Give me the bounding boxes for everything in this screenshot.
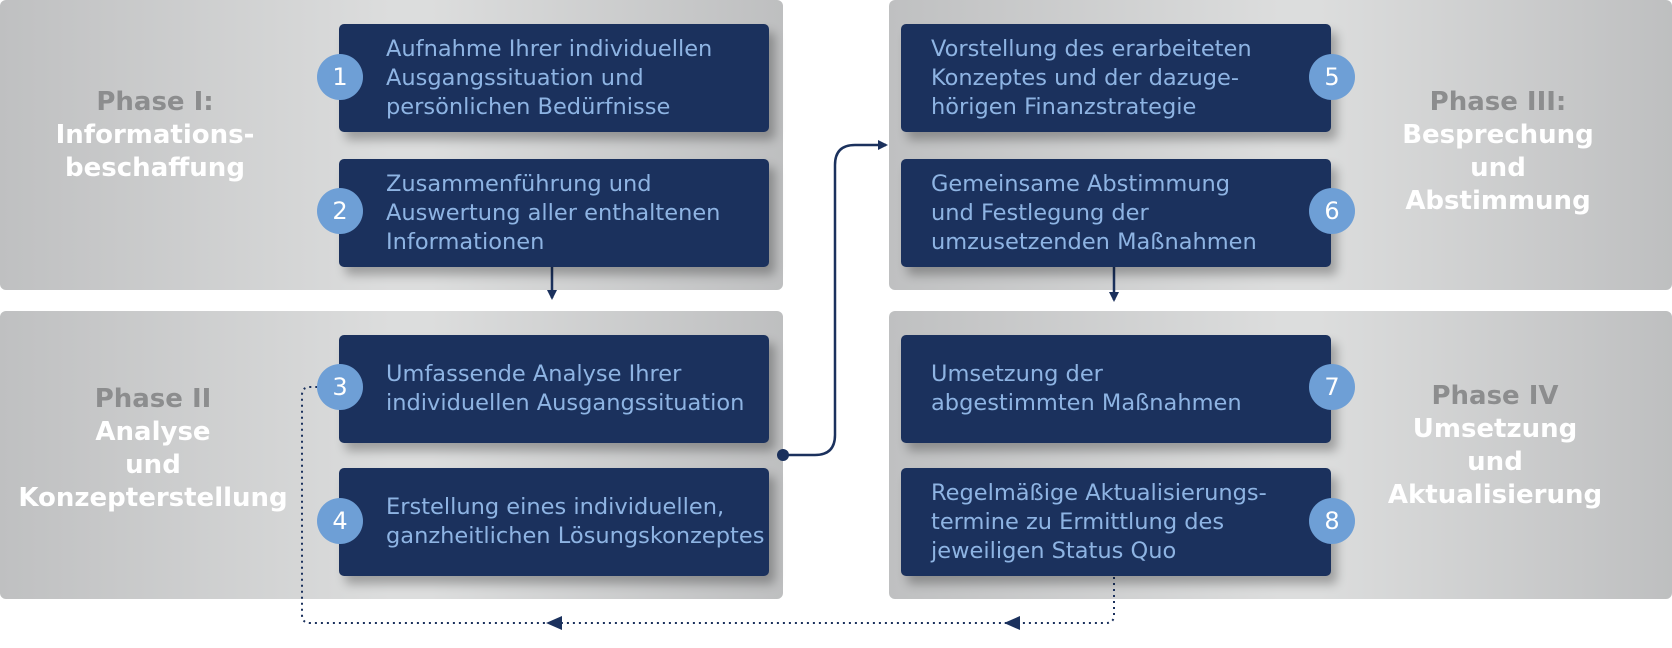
step-7-number-badge: 7: [1309, 364, 1355, 410]
step-7-text: Umsetzung der abgestimmten Maßnahmen: [931, 361, 1242, 416]
step-3-number-badge: 3: [317, 364, 363, 410]
step-3-text: Umfassende Analyse Ihrer individuellen A…: [386, 361, 745, 416]
dotted-loop-arrowhead-1: [1004, 616, 1020, 630]
step-1-number-badge: 1: [317, 54, 363, 100]
dotted-loop-step8-to-step3: [301, 386, 1115, 624]
step-2-text: Zusammenführung und Auswertung aller ent…: [386, 170, 721, 255]
phase-1-name: Informations- beschaffung: [55, 120, 255, 183]
phase-1-label: Phase I:: [96, 87, 214, 117]
phase-3-title: Phase III: Besprechung und Abstimmung: [1353, 86, 1643, 218]
step-1-text: Aufnahme Ihrer individuellen Ausgangssit…: [386, 35, 713, 120]
step-8-box: Regelmäßige Aktualisierungs- termine zu …: [901, 468, 1331, 576]
step-4-number-badge: 4: [317, 498, 363, 544]
arrow-phase2-to-phase3: [783, 140, 888, 457]
dotted-loop-arrowhead-2: [546, 616, 562, 630]
phase-2-title: Phase II Analyse und Konzepterstellung: [8, 383, 298, 515]
phase-3-label: Phase III:: [1429, 87, 1567, 117]
step-5-text: Vorstellung des erarbeiteten Konzeptes u…: [931, 35, 1252, 120]
step-2-box: Zusammenführung und Auswertung aller ent…: [339, 159, 769, 267]
step-4-text: Erstellung eines individuellen, ganzheit…: [386, 494, 765, 549]
step-6-text: Gemeinsame Abstimmung und Festlegung der…: [931, 170, 1257, 255]
step-5-box: Vorstellung des erarbeiteten Konzeptes u…: [901, 24, 1331, 132]
step-6-box: Gemeinsame Abstimmung und Festlegung der…: [901, 159, 1331, 267]
phase-2-name: Analyse und Konzepterstellung: [18, 417, 288, 513]
step-3-box: Umfassende Analyse Ihrer individuellen A…: [339, 335, 769, 443]
step-8-text: Regelmäßige Aktualisierungs- termine zu …: [931, 479, 1267, 564]
step-6-number-badge: 6: [1309, 188, 1355, 234]
phase-2-label: Phase II: [94, 384, 212, 414]
phase-1-title: Phase I: Informations- beschaffung: [10, 86, 300, 185]
step-4-box: Erstellung eines individuellen, ganzheit…: [339, 468, 769, 576]
phase-4-name: Umsetzung und Aktualisierung: [1387, 414, 1603, 510]
phase-4-title: Phase IV Umsetzung und Aktualisierung: [1350, 380, 1640, 512]
phase-4-label: Phase IV: [1431, 381, 1559, 411]
step-8-number-badge: 8: [1309, 498, 1355, 544]
step-1-box: Aufnahme Ihrer individuellen Ausgangssit…: [339, 24, 769, 132]
step-7-box: Umsetzung der abgestimmten Maßnahmen: [901, 335, 1331, 443]
phase-3-name: Besprechung und Abstimmung: [1402, 120, 1594, 216]
step-2-number-badge: 2: [317, 188, 363, 234]
step-5-number-badge: 5: [1309, 54, 1355, 100]
